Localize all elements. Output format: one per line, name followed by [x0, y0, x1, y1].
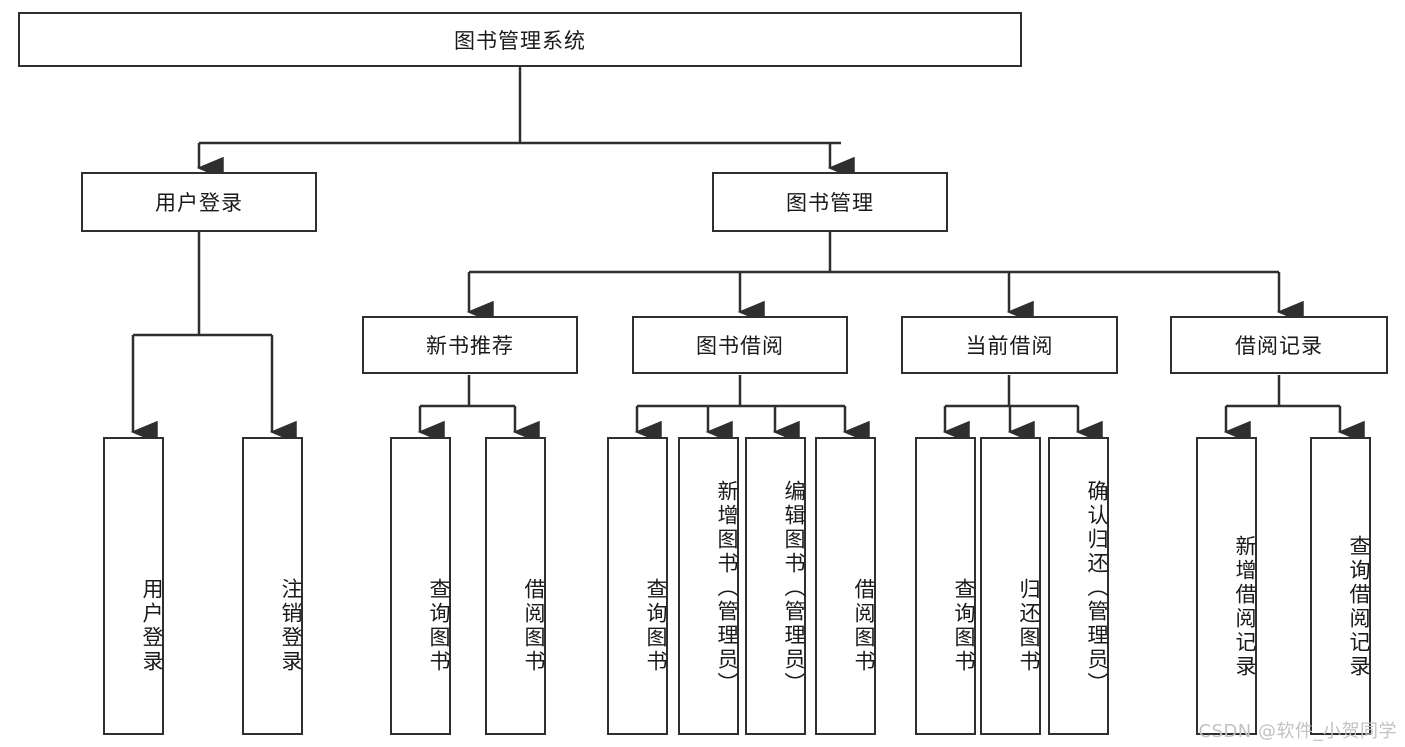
node-leaf-return-book[interactable]: 归还图书 — [980, 437, 1041, 735]
node-leaf-query-book-1[interactable]: 查询图书 — [390, 437, 451, 735]
node-new-book-recommend-label: 新书推荐 — [426, 334, 514, 358]
node-leaf-logout-login-label: 注销登录 — [279, 578, 303, 674]
node-new-book-recommend[interactable]: 新书推荐 — [362, 316, 578, 374]
node-leaf-borrow-book-1[interactable]: 借阅图书 — [485, 437, 546, 735]
node-leaf-logout-login[interactable]: 注销登录 — [242, 437, 303, 735]
node-leaf-return-book-label: 归还图书 — [1017, 578, 1041, 674]
node-book-manage[interactable]: 图书管理 — [712, 172, 948, 232]
node-leaf-query-book-3-label: 查询图书 — [952, 578, 976, 674]
node-leaf-confirm-return-label: 确认归还（管理员） — [1085, 480, 1109, 696]
node-leaf-borrow-book-2[interactable]: 借阅图书 — [815, 437, 876, 735]
node-leaf-query-record[interactable]: 查询借阅记录 — [1310, 437, 1371, 735]
node-leaf-add-book-label: 新增图书（管理员） — [715, 480, 739, 696]
node-leaf-query-record-label: 查询借阅记录 — [1347, 535, 1371, 679]
node-leaf-add-record-label: 新增借阅记录 — [1233, 535, 1257, 679]
node-leaf-borrow-book-1-label: 借阅图书 — [522, 578, 546, 674]
node-current-borrow-label: 当前借阅 — [965, 334, 1054, 358]
node-leaf-query-book-1-label: 查询图书 — [427, 578, 451, 674]
node-leaf-user-login[interactable]: 用户登录 — [103, 437, 164, 735]
node-leaf-edit-book-label: 编辑图书（管理员） — [782, 480, 806, 696]
node-leaf-add-book[interactable]: 新增图书（管理员） — [678, 437, 739, 735]
node-borrow-record[interactable]: 借阅记录 — [1170, 316, 1388, 374]
node-leaf-edit-book[interactable]: 编辑图书（管理员） — [745, 437, 806, 735]
node-borrow-record-label: 借阅记录 — [1235, 334, 1323, 358]
node-leaf-borrow-book-2-label: 借阅图书 — [852, 578, 876, 674]
node-leaf-query-book-3[interactable]: 查询图书 — [915, 437, 976, 735]
node-user-login-label: 用户登录 — [155, 191, 243, 215]
node-leaf-query-book-2-label: 查询图书 — [644, 578, 668, 674]
node-book-borrow[interactable]: 图书借阅 — [632, 316, 848, 374]
node-leaf-user-login-label: 用户登录 — [140, 578, 164, 674]
node-leaf-query-book-2[interactable]: 查询图书 — [607, 437, 668, 735]
node-root-label: 图书管理系统 — [454, 28, 586, 53]
node-current-borrow[interactable]: 当前借阅 — [901, 316, 1118, 374]
node-user-login[interactable]: 用户登录 — [81, 172, 317, 232]
node-leaf-add-record[interactable]: 新增借阅记录 — [1196, 437, 1257, 735]
watermark: CSDN @软件_小贺同学 — [1198, 721, 1397, 742]
node-leaf-confirm-return[interactable]: 确认归还（管理员） — [1048, 437, 1109, 735]
node-root[interactable]: 图书管理系统 — [18, 12, 1022, 67]
node-book-manage-label: 图书管理 — [786, 191, 874, 215]
node-book-borrow-label: 图书借阅 — [696, 334, 784, 358]
